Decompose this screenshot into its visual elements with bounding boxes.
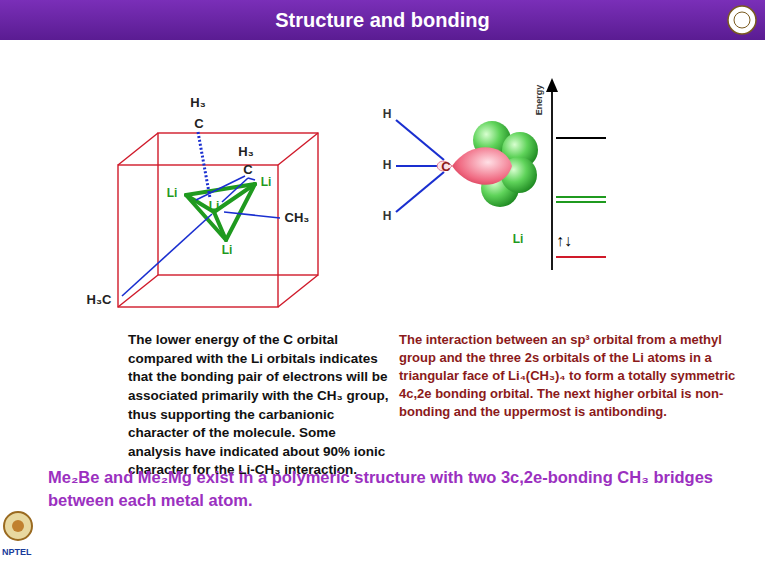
atom-label: Li xyxy=(513,233,524,246)
axis-label: Energy xyxy=(535,85,545,116)
summary-text: Me₂Be and Me₂Mg exist in a polymeric str… xyxy=(48,466,763,512)
explanation-text: The lower energy of the C orbital compar… xyxy=(128,331,390,480)
atom-label: H xyxy=(383,210,392,223)
sp3-orbital xyxy=(437,147,512,185)
atom-label: Li xyxy=(167,187,178,200)
atom-label: CH₃ xyxy=(285,211,310,225)
emblem xyxy=(728,6,756,34)
explanation-text: The interaction between an sp³ orbital f… xyxy=(399,331,755,421)
atom-label: Li xyxy=(209,200,220,213)
slide-title: Structure and bonding xyxy=(0,0,765,40)
atom-label: C xyxy=(194,117,203,131)
logo-text: NPTEL xyxy=(2,548,32,558)
atom-label: Li xyxy=(261,176,272,189)
li-c-bonds xyxy=(122,132,280,296)
atom-label: C xyxy=(441,160,450,174)
atom-label: C xyxy=(243,163,252,177)
nptel-logo xyxy=(4,512,32,540)
cube xyxy=(118,133,318,307)
li4-tetrahedron xyxy=(186,184,255,240)
atom-label: H₃ xyxy=(190,96,205,110)
atom-label: H₃C xyxy=(87,293,112,307)
atom-label: H₃ xyxy=(238,145,253,159)
energy-levels xyxy=(556,138,606,257)
electron-pair: ↑↓ xyxy=(556,232,572,250)
atom-label: H xyxy=(383,159,392,172)
atom-label: H xyxy=(383,108,392,121)
atom-label: Li xyxy=(222,244,233,257)
